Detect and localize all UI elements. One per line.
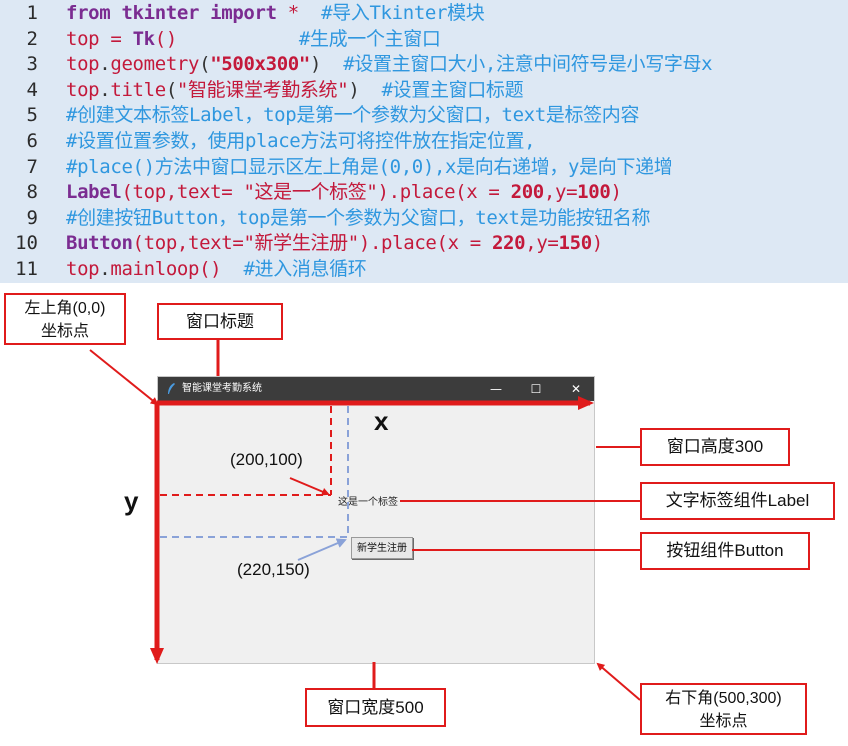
code-text: top.title("智能课堂考勤系统") #设置主窗口标题 (66, 78, 524, 104)
code-token: #设置位置参数，使用place方法可将控件放在指定位置, (66, 130, 536, 152)
code-text: #创建按钮Button，top是第一个参数为父窗口，text是功能按钮名称 (66, 206, 651, 232)
code-token: #导入Tkinter模块 (321, 2, 485, 24)
line-number: 4 (26, 78, 38, 101)
code-token: #进入消息循环 (243, 258, 367, 280)
line-number: 7 (26, 155, 38, 178)
code-token: ,y= (543, 181, 578, 204)
code-token: 150 (558, 232, 593, 255)
code-token: "智能课堂考勤系统" (176, 78, 349, 101)
code-token: "500x300" (210, 53, 310, 76)
code-token: #设置主窗口大小,注意中间符号是小写字母x (343, 53, 713, 76)
axis-arrows (150, 396, 594, 664)
code-text: #place()方法中窗口显示区左上角是(0,0),x是向右递增，y是向下递增 (66, 155, 673, 181)
maximize-button[interactable]: ☐ (530, 382, 542, 396)
code-token: 100 (577, 181, 611, 204)
code-token: = (99, 27, 133, 50)
code-token: #设置主窗口标题 (381, 78, 524, 101)
code-token: "新学生注册" (243, 232, 359, 255)
code-token: #生成一个主窗口 (298, 27, 441, 50)
callout-top-left: 左上角(0,0) 坐标点 (4, 293, 126, 345)
code-token: geometry (110, 53, 200, 76)
callout-label-component: 文字标签组件Label (640, 482, 835, 520)
line-number: 3 (26, 53, 38, 76)
code-token: title (110, 78, 166, 101)
window-title: 智能课堂考勤系统 (182, 383, 262, 394)
code-token: tkinter (121, 2, 200, 24)
line-number: 1 (26, 2, 38, 24)
line-number: 10 (15, 232, 38, 255)
axis-x-label: x (374, 406, 389, 436)
code-text: #设置位置参数，使用place方法可将控件放在指定位置, (66, 129, 536, 155)
callout-connectors (89, 340, 641, 701)
code-text: top.geometry("500x300") #设置主窗口大小,注意中间符号是… (66, 52, 713, 78)
code-token: * (276, 2, 299, 24)
code-token: Tk (132, 27, 156, 50)
code-token: top (66, 258, 100, 280)
code-token: #创建按钮Button，top是第一个参数为父窗口，text是功能按钮名称 (66, 206, 651, 229)
code-token: "这是一个标签" (243, 181, 378, 204)
code-token: ) (348, 78, 382, 101)
code-token: . (99, 258, 111, 280)
code-token: ) (310, 53, 344, 76)
code-token: 200 (510, 181, 545, 204)
code-text: top = Tk() #生成一个主窗口 (66, 27, 441, 53)
code-token: Button (66, 232, 133, 255)
code-token: import (199, 2, 277, 24)
callout-window-height: 窗口高度300 (640, 428, 790, 466)
line-number: 2 (26, 27, 38, 50)
code-token: ( (165, 78, 177, 101)
code-text: from tkinter import * #导入Tkinter模块 (66, 1, 485, 27)
callout-button-component: 按钮组件Button (640, 532, 810, 570)
code-token: top (66, 27, 100, 50)
callout-window-width: 窗口宽度500 (305, 688, 446, 727)
code-token: . (99, 53, 111, 76)
callout-bottom-right: 右下角(500,300) 坐标点 (640, 683, 807, 735)
code-token: #创建文本标签Label，top是第一个参数为父窗口，text是标签内容 (66, 104, 640, 127)
code-text: Button(top,text="新学生注册").place(x = 220,y… (66, 231, 603, 257)
coord-button-text: (220,150) (237, 560, 310, 579)
code-text: top.mainloop() #进入消息循环 (66, 257, 367, 283)
code-token: ( (199, 53, 211, 76)
code-token: #place()方法中窗口显示区左上角是(0,0),x是向右递增，y是向下递增 (66, 155, 673, 178)
minimize-button[interactable]: — (490, 382, 502, 396)
code-token: (top,text= (121, 181, 244, 204)
guide-lines (160, 406, 349, 538)
code-token: top (66, 53, 100, 76)
code-token: mainloop (110, 258, 200, 280)
code-text: Label(top,text= "这是一个标签").place(x = 200,… (66, 180, 622, 206)
line-number: 5 (26, 104, 38, 127)
code-token: from (66, 2, 122, 24)
code-token: . (99, 78, 111, 101)
line-number: 6 (26, 130, 38, 152)
code-token: ).place(x = (358, 232, 492, 255)
tk-window: 智能课堂考勤系统 — ☐ ✕ 这是一个标签 新学生注册 (157, 376, 595, 664)
close-button[interactable]: ✕ (570, 382, 582, 396)
code-token: ) (591, 232, 603, 255)
tk-label: 这是一个标签 (338, 497, 398, 508)
window-titlebar: 智能课堂考勤系统 — ☐ ✕ (158, 377, 594, 401)
axis-y-label: y (124, 486, 139, 516)
line-number: 9 (26, 206, 38, 229)
code-token: ).place(x = (377, 181, 511, 204)
code-token: () (154, 27, 178, 50)
coord-label-text: (200,100) (230, 450, 303, 469)
code-token: top (66, 78, 100, 101)
code-token: (top,text= (132, 232, 244, 255)
code-token: () (199, 258, 222, 280)
callout-window-title: 窗口标题 (157, 303, 283, 340)
line-number: 11 (15, 258, 38, 280)
feather-icon (168, 383, 175, 394)
code-token: ) (610, 181, 622, 204)
code-token: ,y= (525, 232, 559, 255)
code-token: Label (66, 181, 122, 204)
tk-button[interactable]: 新学生注册 (351, 537, 413, 559)
code-token: 220 (491, 232, 526, 255)
line-number: 8 (26, 181, 38, 204)
code-panel: 1 from tkinter import * #导入Tkinter模块 2 top … (0, 0, 848, 283)
code-text: #创建文本标签Label，top是第一个参数为父窗口，text是标签内容 (66, 103, 639, 129)
